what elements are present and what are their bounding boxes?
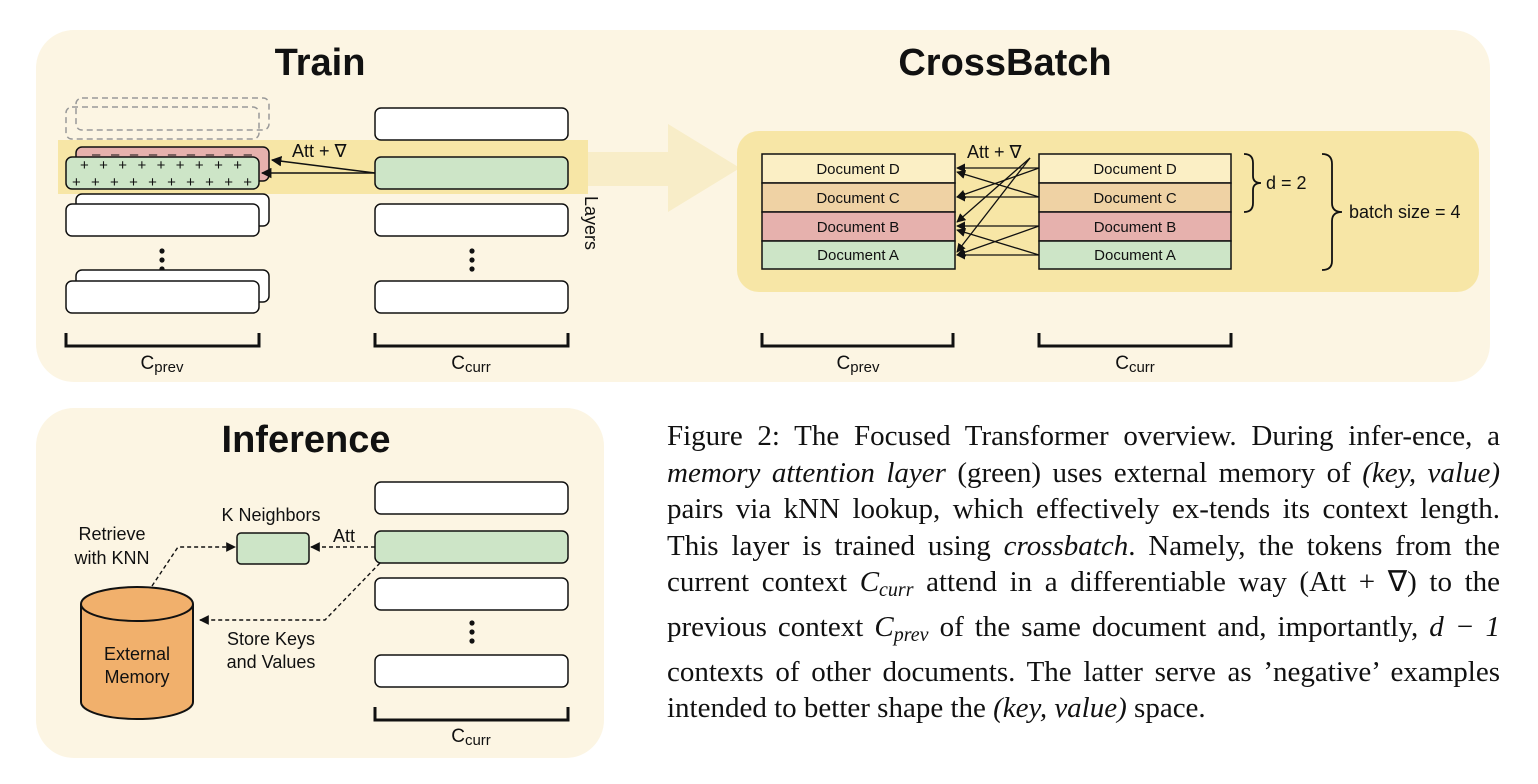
curr-doc-c-label: Document C — [1093, 190, 1177, 207]
curr-bracket — [373, 333, 570, 348]
figure-caption: Figure 2: The Focused Transformer overvi… — [667, 420, 1500, 725]
train-title: Train — [275, 42, 366, 84]
ellipsis-dot — [469, 629, 475, 635]
train-att-label: Att + ∇ — [292, 141, 348, 161]
plus-signs: + + + + + + + + + — [80, 157, 242, 174]
external-memory-top — [80, 586, 194, 622]
ellipsis-dot — [159, 248, 165, 254]
inf-curr-row — [374, 654, 569, 688]
k-neighbors-label: K Neighbors — [221, 505, 320, 525]
memory-line1: External — [104, 644, 170, 664]
store-arrow — [199, 562, 381, 625]
inf-curr-bracket — [373, 707, 570, 722]
store-line2: and Values — [227, 652, 316, 672]
prev-doc-a — [761, 240, 956, 270]
prev-doc-b — [761, 211, 956, 242]
curr-doc-b-label: Document B — [1094, 219, 1177, 236]
crossbatch-term: crossbatch — [1003, 529, 1129, 562]
prev-doc-c — [761, 182, 956, 213]
curr-bracket-label: Ccurr — [451, 353, 491, 376]
curr-doc-d-label: Document D — [1093, 161, 1177, 178]
memory-layer-prev — [65, 156, 260, 190]
memory-line2: Memory — [104, 667, 169, 687]
ghost-row — [75, 97, 270, 131]
retrieve-line2: with KNN — [73, 548, 149, 568]
inf-curr-row — [374, 577, 569, 611]
inf-memory-layer — [374, 530, 569, 564]
curr-doc-a-label: Document A — [1094, 247, 1176, 264]
memory-layer-curr — [374, 156, 569, 190]
external-memory-cylinder — [80, 604, 194, 720]
layers-label: Layers — [581, 196, 601, 250]
cb-att-arrow — [956, 157, 1031, 223]
cb-curr-bracket — [1037, 333, 1233, 348]
cb-att-label: Att + ∇ — [967, 142, 1023, 162]
ellipsis-dot — [469, 620, 475, 626]
cb-prev-bracket-label: Cprev — [837, 353, 880, 376]
inference-title: Inference — [222, 419, 391, 461]
inf-att-label: Att — [333, 526, 355, 546]
transition-arrow — [560, 124, 740, 212]
curr-layer-row — [374, 203, 569, 237]
ellipsis-dot — [469, 638, 475, 644]
curr-layer-row — [374, 107, 569, 141]
prev-layer-row — [65, 280, 260, 314]
store-line1: Store Keys — [227, 629, 315, 649]
curr-doc-b — [1038, 211, 1232, 242]
cb-att-arrow — [956, 167, 1040, 199]
prev-doc-a-label: Document A — [817, 247, 899, 264]
batch-label: batch size = 4 — [1349, 202, 1461, 222]
prev-doc-b-label: Document B — [817, 219, 900, 236]
retrieve-arrow — [151, 542, 236, 587]
curr-doc-c — [1038, 182, 1232, 213]
prev-doc-d-label: Document D — [816, 161, 900, 178]
curr-layer-row — [374, 280, 569, 314]
memory-layer-term: memory attention layer — [667, 456, 946, 489]
cb-curr-bracket-label: Ccurr — [1115, 353, 1155, 376]
inf-curr-row — [374, 481, 569, 515]
ellipsis-dot — [469, 257, 475, 263]
prev-bracket-label: Cprev — [141, 353, 184, 376]
d-label: d = 2 — [1266, 173, 1307, 193]
cb-att-arrow — [956, 157, 1031, 253]
retrieve-line1: Retrieve — [78, 524, 145, 544]
cb-att-arrow — [956, 170, 1040, 198]
cb-prev-bracket — [760, 333, 955, 348]
curr-doc-d — [1038, 153, 1232, 184]
prev-doc-c-label: Document C — [816, 190, 900, 207]
prev-bracket — [64, 333, 261, 348]
cb-att-arrow — [956, 225, 1040, 257]
plus-signs: + + + + + + + + + + — [72, 174, 252, 191]
curr-doc-a — [1038, 240, 1232, 270]
crossbatch-title: CrossBatch — [898, 42, 1111, 84]
train-att-arrow — [270, 155, 376, 174]
ghost-row — [65, 106, 260, 140]
batch-brace — [1321, 153, 1343, 271]
prev-layer-row — [65, 203, 260, 237]
k-neighbors-box — [236, 532, 310, 565]
ellipsis-dot — [469, 248, 475, 254]
inf-curr-bracket-label: Ccurr — [451, 726, 491, 749]
prev-doc-d — [761, 153, 956, 184]
ellipsis-dot — [159, 257, 165, 263]
ellipsis-dot — [469, 266, 475, 272]
d-brace — [1243, 153, 1262, 213]
